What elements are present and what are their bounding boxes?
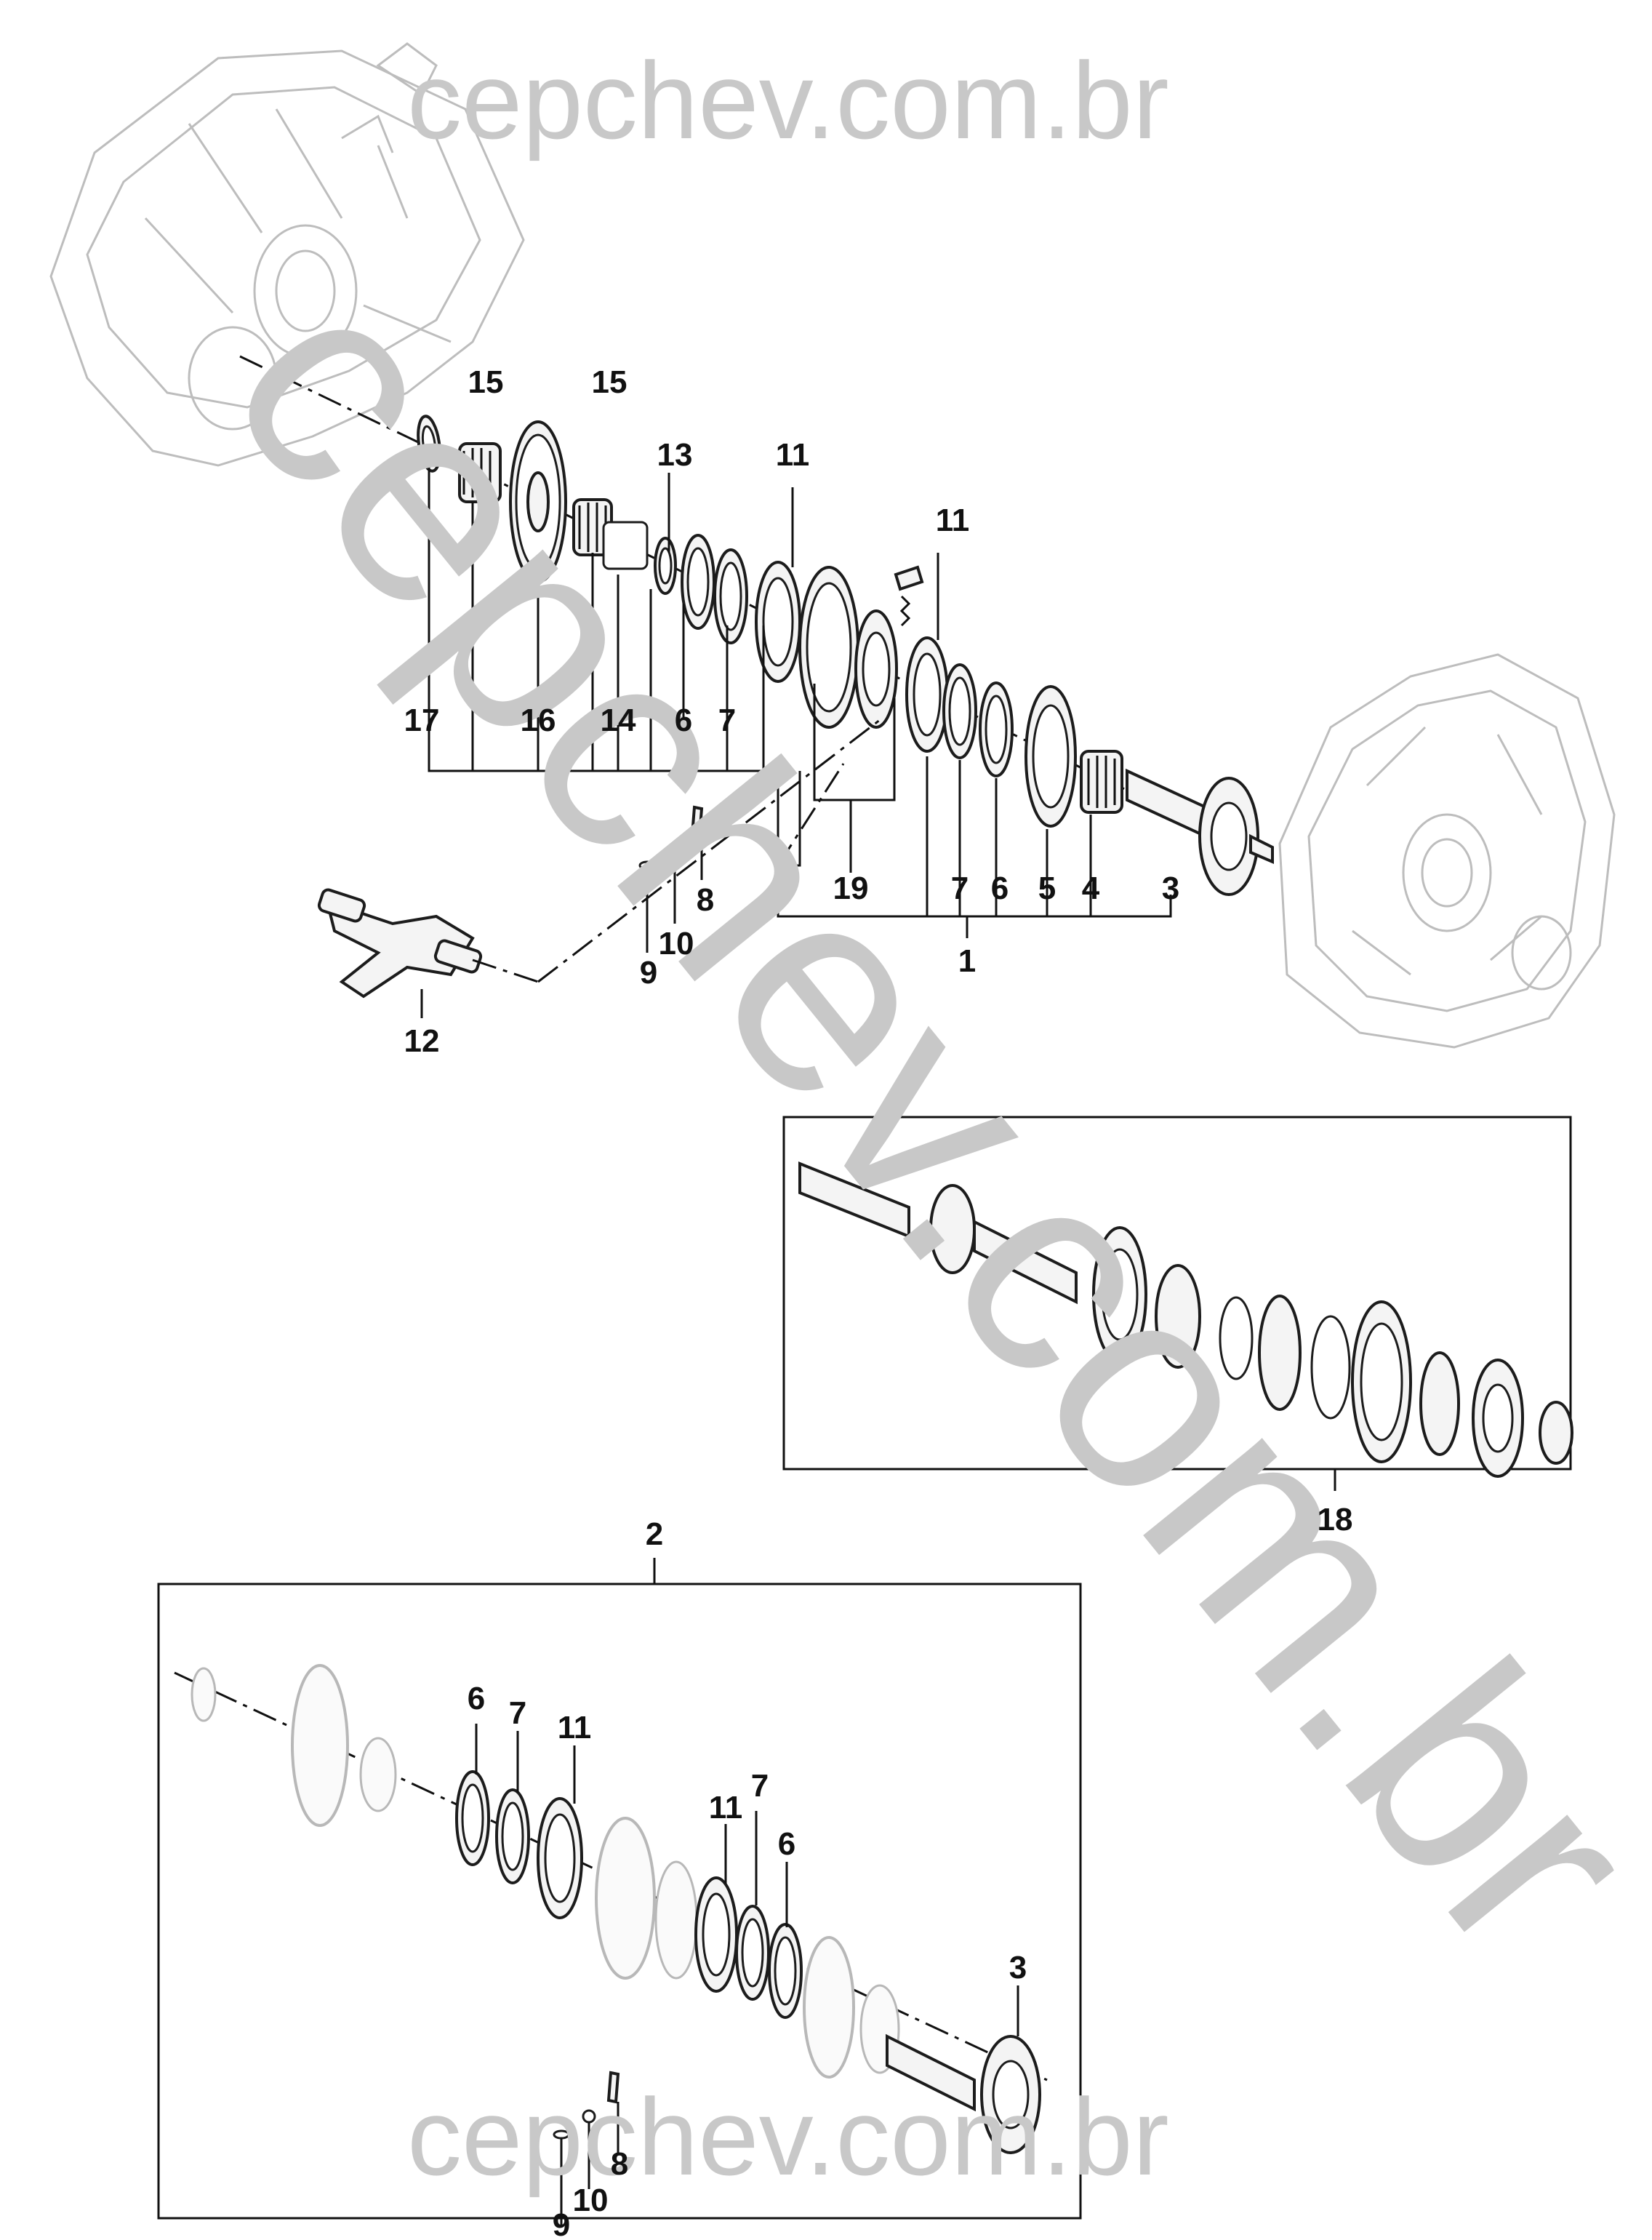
- part-7-synchro-ring-2: [942, 663, 977, 759]
- watermark-diagonal: cepchev.com.br: [169, 227, 1652, 2012]
- callout-19: 19: [833, 871, 869, 906]
- callout-7: 7: [718, 703, 736, 738]
- detail-part-11: [537, 1797, 583, 1919]
- callout-7-right: 7: [951, 871, 969, 906]
- gearbox-housing-left-illustration: [49, 42, 525, 467]
- synchro-key-and-spring: [894, 565, 924, 627]
- callout-13: 13: [657, 437, 693, 473]
- detail-faded-context: [174, 1664, 1048, 2081]
- detail-callout-6-second: 6: [778, 1826, 795, 1862]
- callout-18: 18: [1318, 1502, 1353, 1537]
- watermark-top: cepchev.com.br: [407, 39, 1169, 161]
- detail-callout-11: 11: [558, 1710, 592, 1745]
- callout-labels: 15 15 13 11 11 17 16 14 6 7 19 7 6 5 4 3…: [404, 364, 1353, 2240]
- part-4-needle-bearing: [1080, 750, 1123, 814]
- detail-part-6: [455, 1770, 490, 1866]
- callout-3: 3: [1162, 871, 1179, 906]
- part-8-spring: [690, 805, 704, 839]
- part-14-sleeve: [602, 521, 649, 570]
- detent-parts-upper: [638, 805, 704, 871]
- callout-15: 15: [468, 364, 504, 400]
- part-19-synchro-hub: [854, 609, 898, 729]
- fork-axis: [472, 959, 539, 983]
- part-9-pin: [638, 860, 656, 871]
- gearbox-housing-right-illustration: [1278, 653, 1616, 1049]
- callout-12: 12: [404, 1023, 440, 1059]
- callout-14: 14: [601, 703, 636, 738]
- callout-15-second: 15: [592, 364, 627, 400]
- main-shaft-assembly: [239, 355, 1274, 896]
- assembled-shaft-box-18: [782, 1116, 1573, 1491]
- detail-part-8: [606, 2071, 620, 2104]
- watermark-group: cepchev.com.br cepchev.com.br cepchev.co…: [169, 39, 1652, 2198]
- detail-part-11-2: [694, 1876, 738, 1993]
- callout-11: 11: [776, 437, 810, 473]
- detail-leaders: [475, 1724, 1019, 2225]
- fork-engagement-line: [537, 719, 881, 983]
- callout-10: 10: [659, 926, 694, 961]
- detail-highlighted-parts: [455, 1770, 1041, 2154]
- callout-5: 5: [1038, 871, 1056, 906]
- watermark-bottom: cepchev.com.br: [407, 2076, 1169, 2198]
- callout-2: 2: [646, 1516, 663, 1552]
- part-12-shift-fork: [317, 888, 483, 999]
- assembled-shaft-illustration: [798, 1161, 1573, 1478]
- callout-1: 1: [958, 943, 976, 979]
- detail-callout-7-second: 7: [751, 1768, 769, 1804]
- detail-callout-7: 7: [509, 1695, 526, 1731]
- callout-9: 9: [640, 955, 657, 991]
- detail-box-2: [157, 1558, 1082, 2225]
- leader-lines-main: [420, 465, 1172, 1018]
- detail-callout-11-second: 11: [709, 1790, 743, 1825]
- detail-part-6-2: [768, 1923, 803, 2019]
- part-11-blocking-ring: [755, 561, 801, 683]
- callout-17: 17: [404, 703, 440, 738]
- part-5-gear: [1025, 685, 1077, 828]
- detail-part-3-shaft: [886, 2033, 1041, 2154]
- part-15-needle-bearing: [458, 442, 502, 503]
- shaft-axis-left: [239, 355, 437, 452]
- callout-6: 6: [675, 703, 692, 738]
- callout-8: 8: [697, 882, 714, 918]
- callout-11-second: 11: [936, 503, 970, 538]
- detail-callout-8: 8: [611, 2146, 628, 2182]
- detail-part-7-2: [735, 1905, 770, 2001]
- detail-callout-9: 9: [553, 2207, 570, 2240]
- callout-6-right: 6: [991, 871, 1009, 906]
- detail-callout-6: 6: [468, 1681, 485, 1716]
- part-6-synchro-cone-2: [979, 681, 1014, 777]
- detail-callout-3: 3: [1009, 1950, 1027, 1985]
- part-3-shaft: [1126, 768, 1274, 896]
- detail-part-7: [495, 1788, 530, 1884]
- detail-callout-10: 10: [573, 2183, 609, 2218]
- callout-16: 16: [521, 703, 556, 738]
- callout-4: 4: [1082, 871, 1100, 906]
- part-11-blocking-ring-2: [905, 636, 949, 753]
